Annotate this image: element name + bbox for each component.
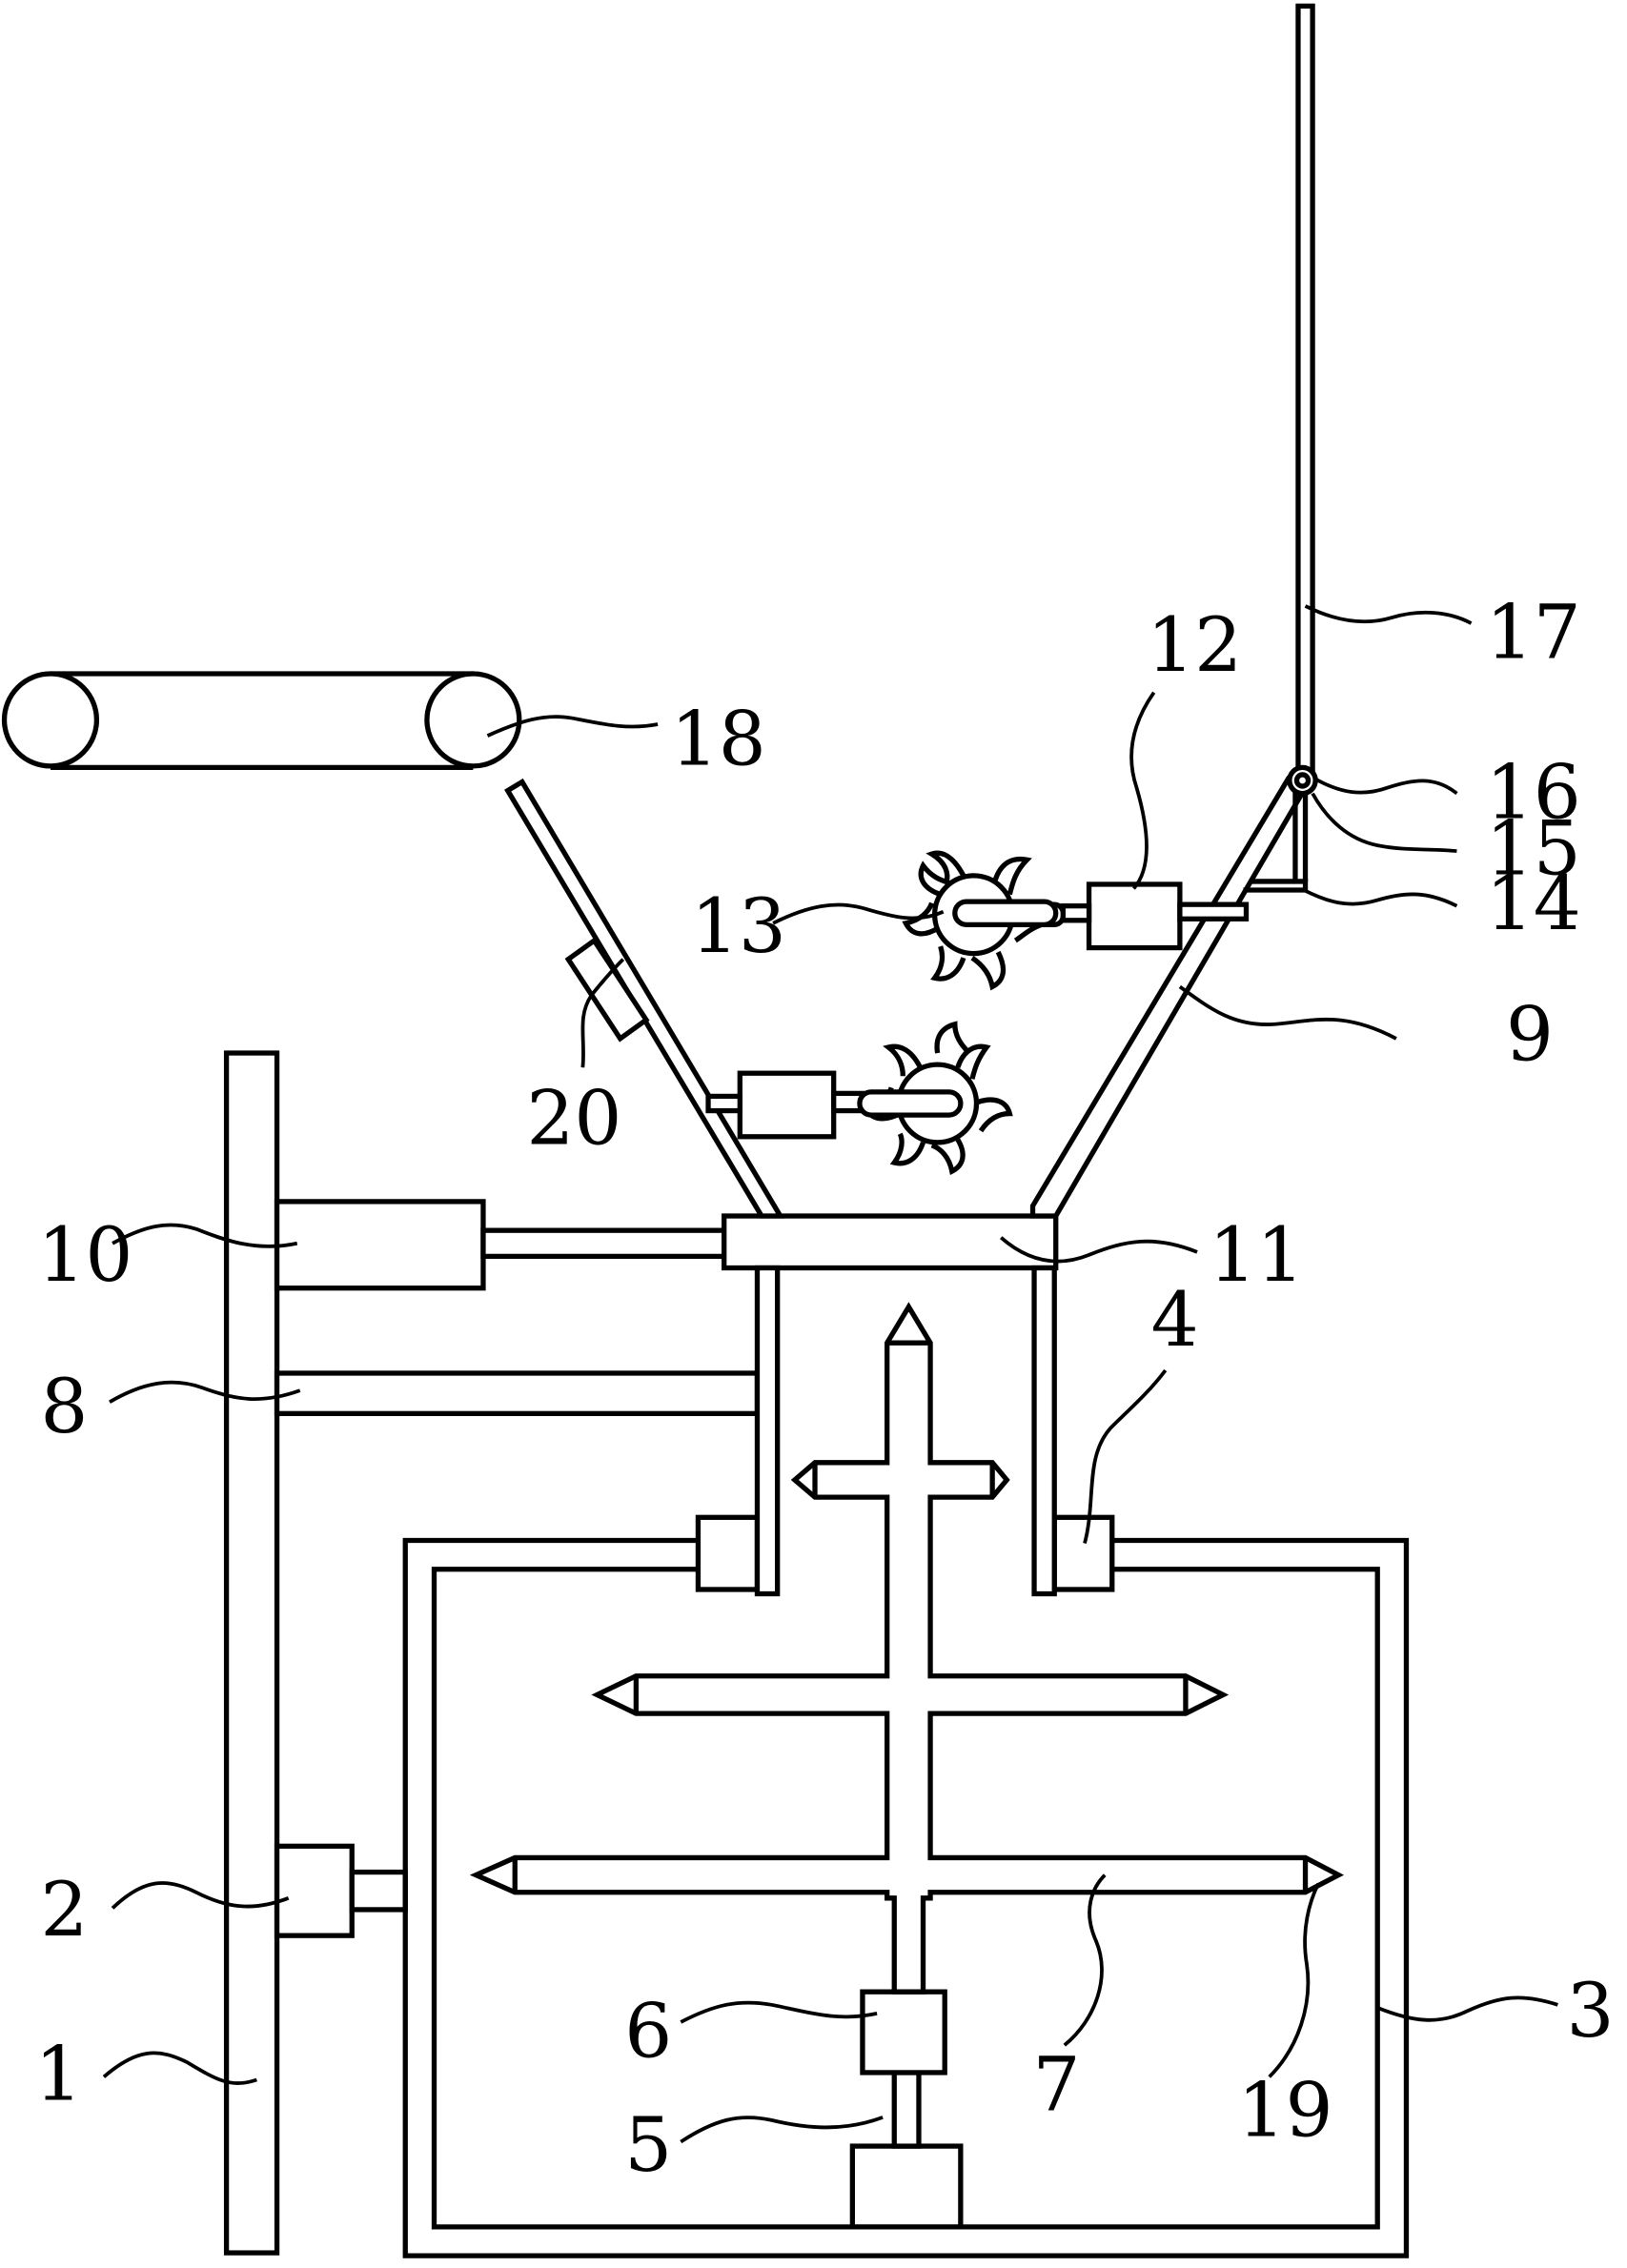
motor-lower xyxy=(737,1070,837,1140)
motor-12-shaft xyxy=(1177,901,1250,921)
motor-lower-rod xyxy=(705,1093,742,1114)
sensor-20 xyxy=(564,937,650,1043)
label-15: 15 xyxy=(1486,804,1581,892)
label-18: 18 xyxy=(671,695,766,782)
leader-6 xyxy=(680,2000,878,2024)
rod-17 xyxy=(1295,3,1315,774)
leader-19 xyxy=(1268,1882,1320,2078)
label-8: 8 xyxy=(40,1363,88,1450)
shaft-5-6 xyxy=(891,2070,922,2149)
rotor-lower xyxy=(857,1021,1013,1176)
leader-13 xyxy=(772,902,945,925)
cylinder-10 xyxy=(274,1199,486,1291)
label-7: 7 xyxy=(1033,2040,1081,2128)
leader-8 xyxy=(109,1380,301,1404)
hopper-tube-left xyxy=(754,1265,781,1597)
leader-2 xyxy=(111,1881,290,1910)
slider-11 xyxy=(722,1213,1059,1271)
support-arm-8 xyxy=(274,1370,761,1416)
label-17: 17 xyxy=(1486,588,1581,676)
label-14: 14 xyxy=(1486,860,1581,947)
frame-post xyxy=(223,1050,280,2256)
conveyor-18 xyxy=(1,671,522,771)
hinge-16 xyxy=(1287,764,1318,797)
leader-12 xyxy=(1129,691,1156,890)
leader-9 xyxy=(1178,984,1397,1041)
connector-2-rod xyxy=(349,1869,408,1913)
connector-2 xyxy=(274,1843,355,1938)
label-19: 19 xyxy=(1237,2067,1332,2155)
cylinder-10-rod xyxy=(480,1227,727,1260)
leader-17 xyxy=(1304,604,1473,625)
leader-11 xyxy=(999,1236,1198,1264)
label-13: 13 xyxy=(691,882,786,970)
mixing-box-outer xyxy=(402,1537,1410,2258)
leader-16 xyxy=(1314,777,1458,796)
hinge-15 xyxy=(1293,772,1312,789)
label-10: 10 xyxy=(37,1211,132,1299)
hopper-tube-right xyxy=(1031,1265,1057,1597)
inlet-block-right xyxy=(1051,1514,1115,1592)
rotor-13 xyxy=(902,850,1059,991)
leader-1 xyxy=(102,2051,257,2085)
leader-3 xyxy=(1376,1995,1558,2022)
label-6: 6 xyxy=(624,1987,672,2075)
hopper-wall-right xyxy=(1029,776,1310,1219)
label-20: 20 xyxy=(526,1074,621,1162)
leader-5 xyxy=(680,2116,884,2144)
motor-12-rod xyxy=(1060,903,1092,923)
label-5: 5 xyxy=(624,2101,672,2189)
label-9: 9 xyxy=(1506,991,1554,1079)
label-4: 4 xyxy=(1151,1276,1199,1364)
label-1: 1 xyxy=(34,2031,82,2118)
label-12: 12 xyxy=(1147,601,1242,689)
leader-18 xyxy=(486,715,659,738)
coupling-6 xyxy=(860,1989,947,2076)
leader-15 xyxy=(1311,792,1457,854)
leader-20 xyxy=(580,958,625,1068)
motor-12 xyxy=(1086,881,1183,951)
leader-7 xyxy=(1063,1873,1107,2047)
bracket-14 xyxy=(1243,879,1309,893)
label-2: 2 xyxy=(40,1866,88,1954)
label-11: 11 xyxy=(1209,1211,1304,1299)
stirrer-shaft xyxy=(469,1302,1345,1995)
leader-14 xyxy=(1303,888,1458,908)
label-16: 16 xyxy=(1486,748,1581,836)
motor-5 xyxy=(849,2143,964,2230)
leader-10 xyxy=(112,1223,298,1248)
label-3: 3 xyxy=(1566,1967,1614,2055)
inlet-block-left xyxy=(695,1514,761,1592)
leader-4 xyxy=(1083,1368,1168,1545)
